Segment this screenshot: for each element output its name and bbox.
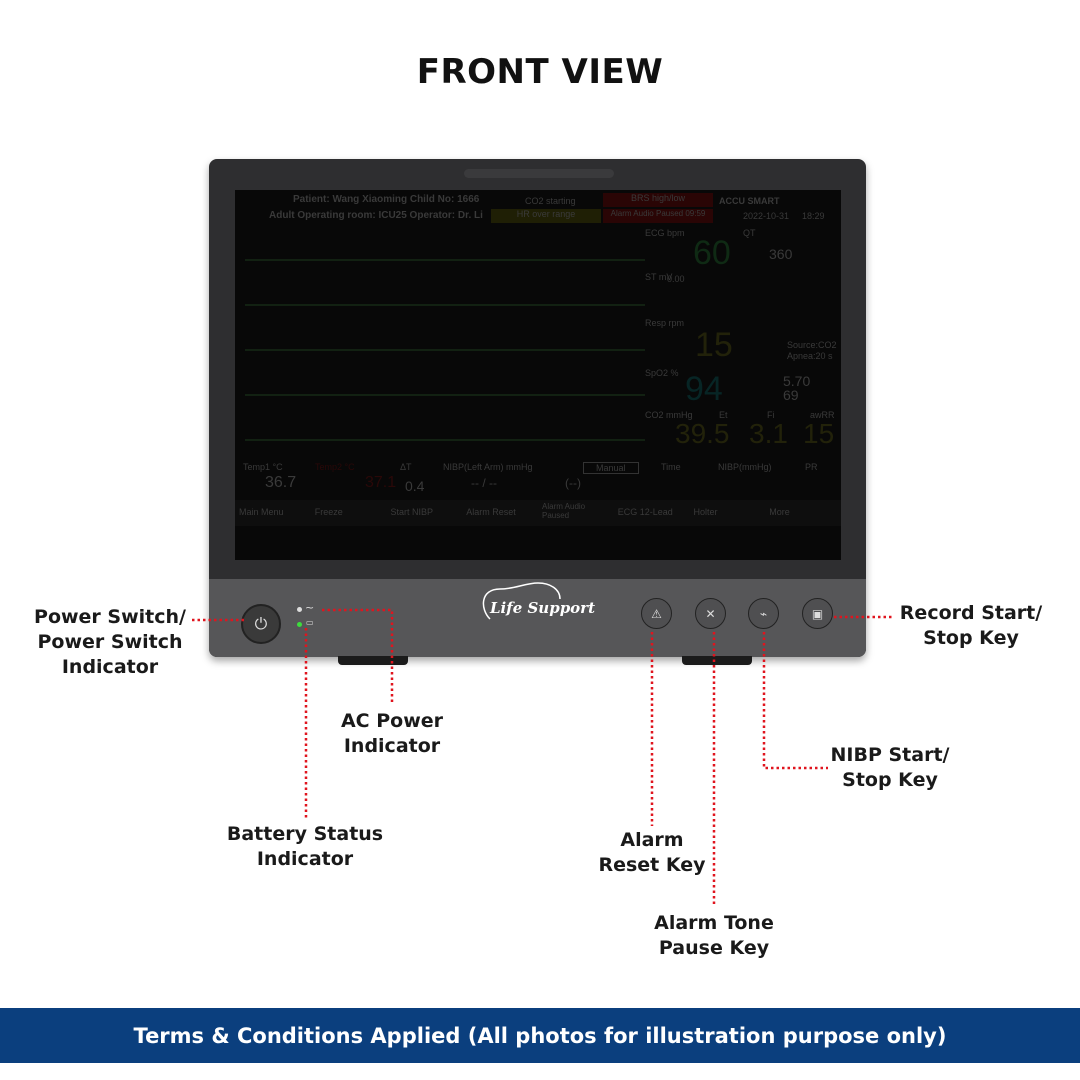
callout-alarm-reset: Alarm Reset Key xyxy=(598,829,706,876)
temp2-value: 37.1 xyxy=(365,474,397,491)
temp1-value: 36.7 xyxy=(265,474,297,491)
accu-smart: ACCU SMART xyxy=(719,196,780,206)
alarm-pause-key[interactable]: ✕ xyxy=(695,598,726,629)
record-icon: ▣ xyxy=(811,606,824,621)
nibp-label: NIBP(Left Arm) mmHg xyxy=(443,462,533,472)
power-button[interactable]: ⏻ xyxy=(241,604,281,644)
patient-monitor: Patient: Wang Xiaoming Child No: 1666 Ad… xyxy=(209,159,866,657)
alarm-reset-key[interactable]: ⚠ xyxy=(641,598,672,629)
qt-value: 360 xyxy=(769,246,793,262)
resp-value: 15 xyxy=(695,326,733,364)
power-icon: ⏻ xyxy=(254,614,268,633)
fi-label: Fi xyxy=(767,410,775,420)
battery-led xyxy=(297,622,302,627)
menu-ecg12[interactable]: ECG 12-Lead xyxy=(617,507,673,517)
menu-main[interactable]: Main Menu xyxy=(239,507,284,517)
pi-value: 5.70 xyxy=(783,373,811,389)
alarm-2: Alarm Audio Paused 09:59 xyxy=(603,209,713,223)
page-title: FRONT VIEW xyxy=(416,52,664,92)
callout-power: Power Switch/ Power Switch Indicator xyxy=(34,606,186,678)
control-panel: ⏻ ~ ▭ Life Support ⚠ ✕ ⌁ ▣ xyxy=(209,579,866,657)
co2-status: CO2 starting xyxy=(525,196,576,206)
hr-value: 60 xyxy=(693,234,731,272)
callout-battery: Battery Status Indicator xyxy=(226,823,384,870)
spo2-value: 94 xyxy=(685,370,723,408)
callout-record: Record Start/ Stop Key xyxy=(899,602,1043,649)
nibp-value: -- / -- xyxy=(471,476,497,490)
st-label: ST mV xyxy=(645,272,673,282)
spo2-label: SpO2 % xyxy=(645,368,679,378)
hr-alarm: HR over range xyxy=(491,209,601,223)
qt-label: QT xyxy=(743,228,756,238)
ecg-waveforms xyxy=(245,259,645,441)
screen-menu-bar: Main Menu Freeze Start NIBP Alarm Reset … xyxy=(235,500,841,526)
list-time: Time xyxy=(661,462,681,472)
record-key[interactable]: ▣ xyxy=(802,598,833,629)
apnea: Apnea:20 s xyxy=(787,351,833,361)
callout-alarm-pause: Alarm Tone Pause Key xyxy=(654,912,774,959)
co2-label: CO2 mmHg xyxy=(645,410,693,420)
menu-more[interactable]: More xyxy=(769,507,790,517)
pr-value: 69 xyxy=(783,387,799,403)
date: 2022-10-31 xyxy=(743,211,790,221)
menu-start-nibp[interactable]: Start NIBP xyxy=(390,507,434,517)
menu-holter[interactable]: Holter xyxy=(693,507,718,517)
resp-label: Resp rpm xyxy=(645,318,685,328)
monitor-screen: Patient: Wang Xiaoming Child No: 1666 Ad… xyxy=(235,190,841,560)
list-pr: PR xyxy=(805,462,818,472)
life-support-logo: Life Support xyxy=(482,582,595,620)
menu-alarm-paused[interactable]: Alarm Audio Paused xyxy=(542,502,586,520)
footer-disclaimer: Terms & Conditions Applied (All photos f… xyxy=(0,1008,1080,1063)
room-info: Adult Operating room: ICU25 Operator: Dr… xyxy=(269,210,483,221)
et-label: Et xyxy=(719,410,728,420)
awrr-label: awRR xyxy=(810,410,835,420)
ac-power-led xyxy=(297,607,302,612)
ac-icon: ~ xyxy=(305,601,315,614)
et-value: 39.5 xyxy=(675,418,730,449)
device-foot xyxy=(682,656,752,665)
ecg-label: ECG bpm xyxy=(645,228,685,238)
st-value: 0.00 xyxy=(667,274,685,284)
battery-icon: ▭ xyxy=(306,618,314,627)
temp2-label: Temp2 °C xyxy=(315,462,355,472)
nibp-cuff-icon: ⌁ xyxy=(759,606,768,621)
awrr-value: 15 xyxy=(803,418,835,449)
camera-bar xyxy=(464,169,614,178)
list-nibp: NIBP(mmHg) xyxy=(718,462,772,472)
time: 18:29 xyxy=(802,211,825,221)
dt-label: ΔT xyxy=(400,462,412,472)
resp-source: Source:CO2 xyxy=(787,340,837,350)
alarm-reset-icon: ⚠ xyxy=(651,606,662,621)
nibp-map: (--) xyxy=(565,476,581,490)
alarm-mute-icon: ✕ xyxy=(705,606,716,621)
callout-ac: AC Power Indicator xyxy=(340,710,444,757)
nibp-key[interactable]: ⌁ xyxy=(748,598,779,629)
alarm-1: BRS high/low xyxy=(603,193,713,207)
menu-alarm-reset[interactable]: Alarm Reset xyxy=(466,507,516,517)
device-foot xyxy=(338,656,408,665)
fi-value: 3.1 xyxy=(749,418,788,449)
callout-nibp: NIBP Start/ Stop Key xyxy=(830,744,950,791)
temp1-label: Temp1 °C xyxy=(243,462,283,472)
menu-freeze[interactable]: Freeze xyxy=(314,507,343,517)
dt-value: 0.4 xyxy=(405,478,425,494)
manual-mode: Manual xyxy=(583,462,639,474)
patient-info: Patient: Wang Xiaoming Child No: 1666 xyxy=(293,194,480,205)
